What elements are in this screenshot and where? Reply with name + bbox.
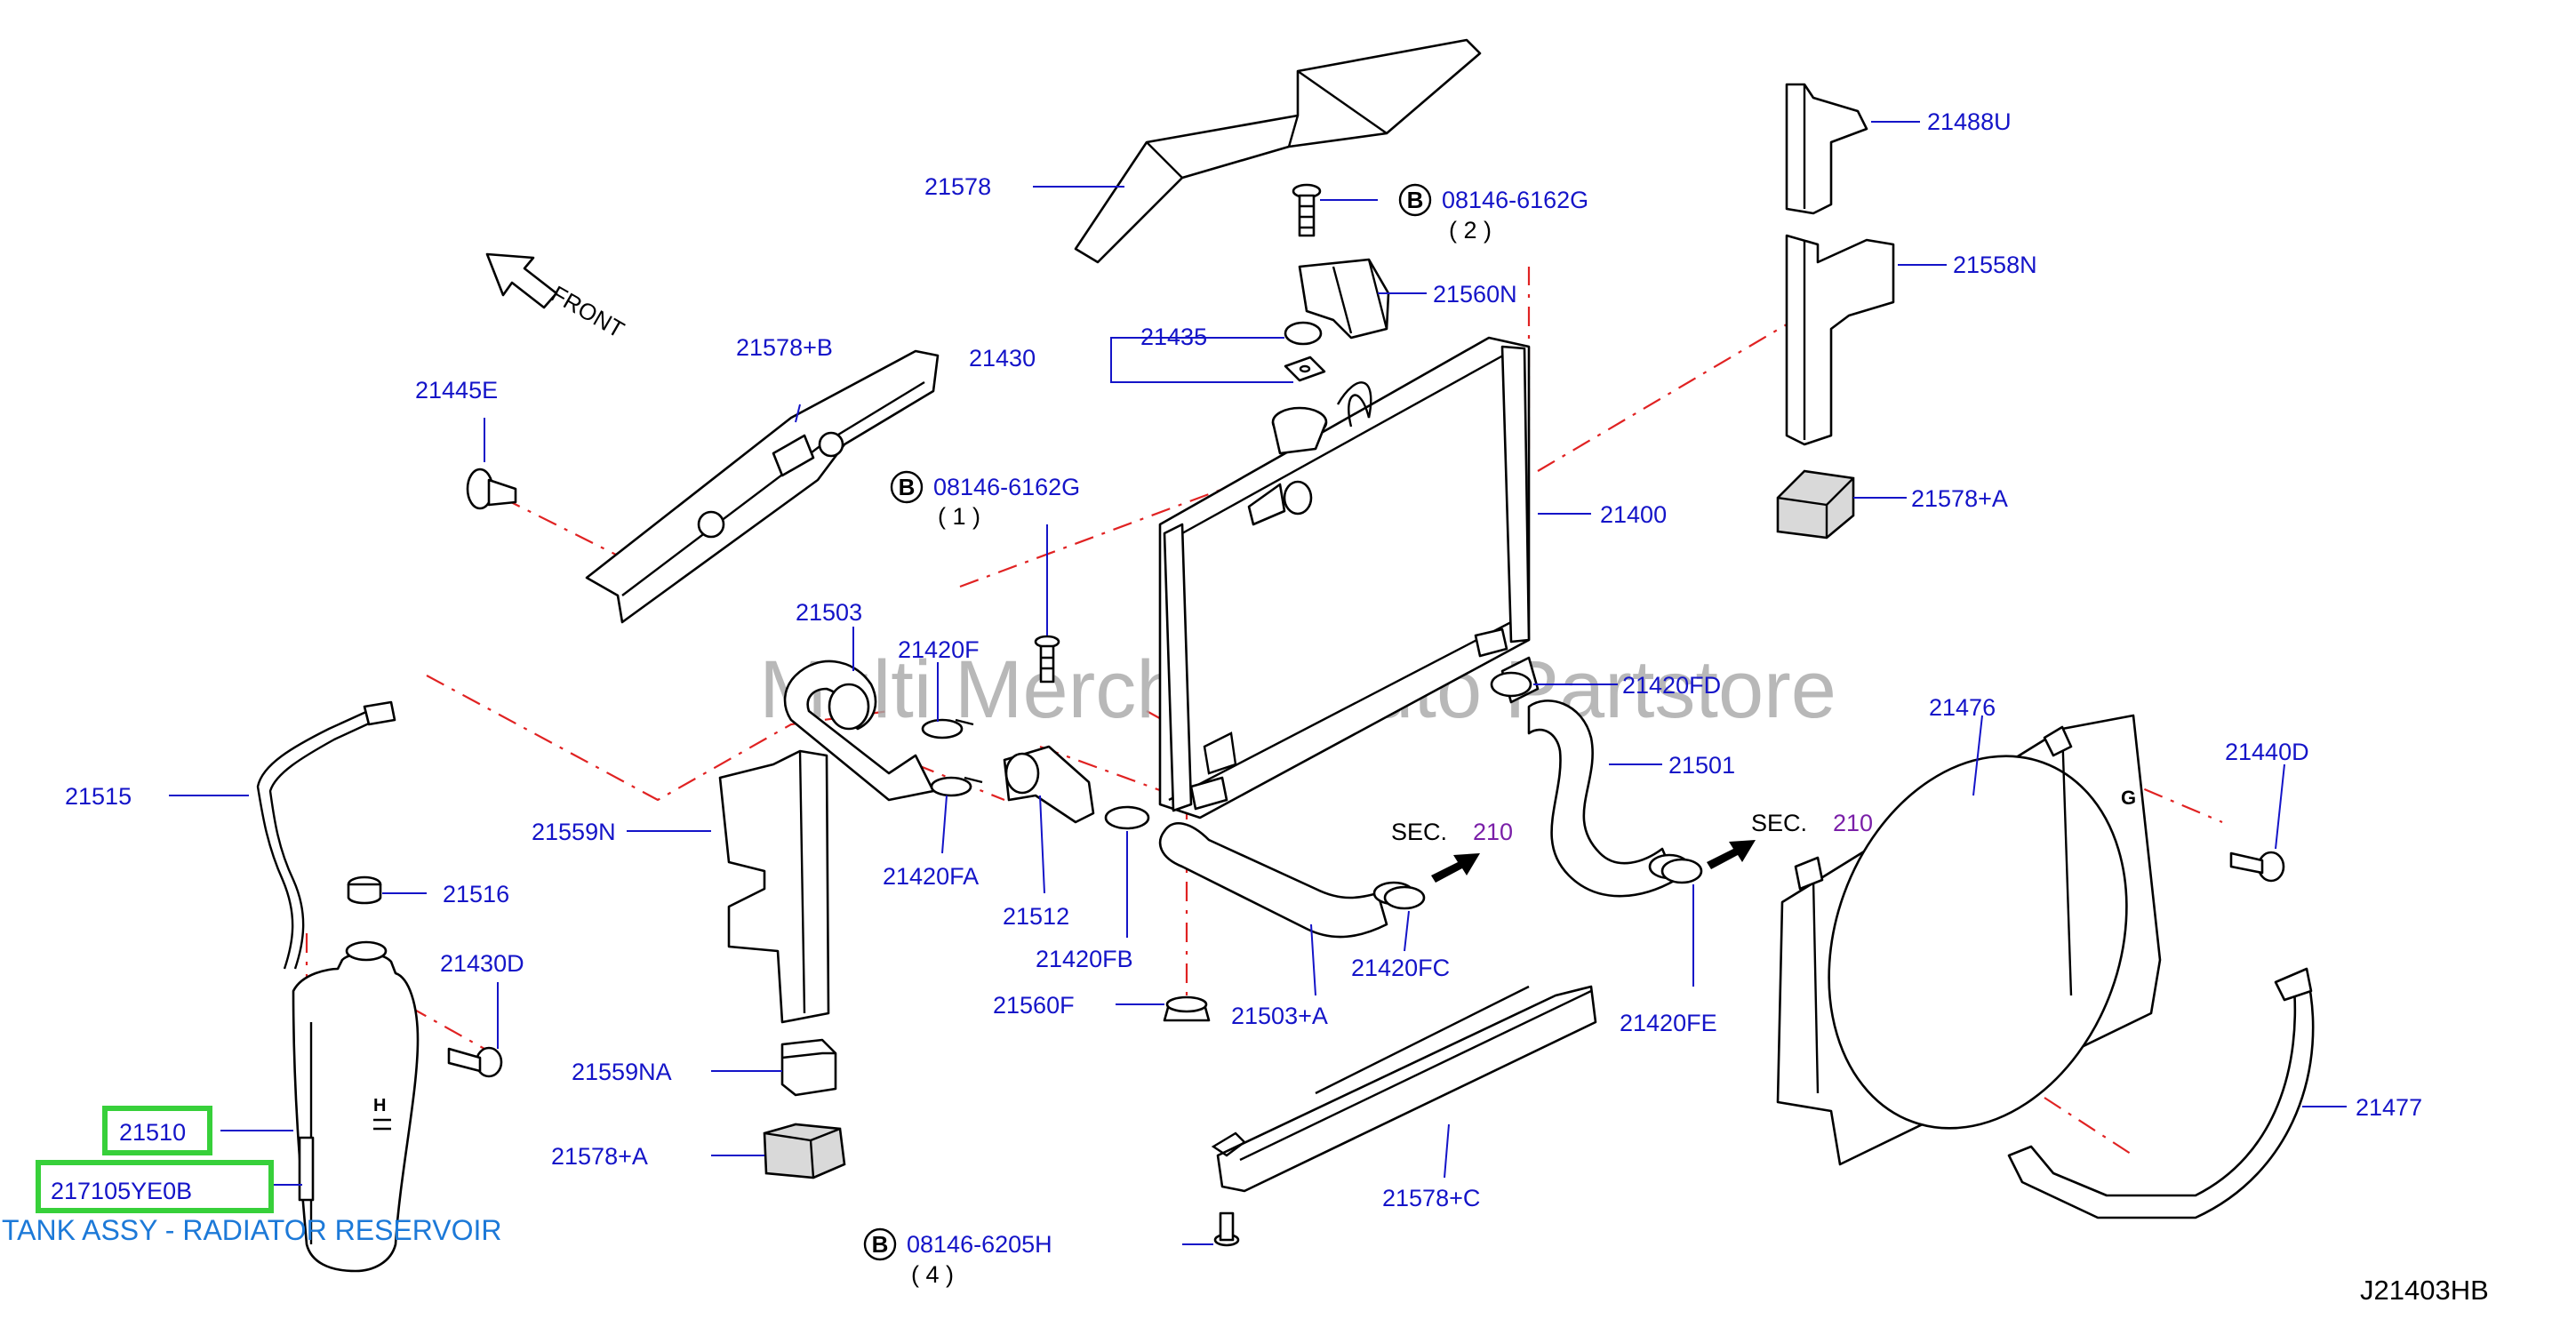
part-21578A-block-left <box>763 1123 846 1179</box>
front-arrow-icon <box>485 252 558 309</box>
svg-text:SEC.: SEC. <box>1391 819 1447 845</box>
sec-arrow-right-icon <box>1707 840 1756 869</box>
part-21503A-lower-hose <box>1159 822 1388 939</box>
bolt-callout-bottom-qty: ( 4 ) <box>911 1261 954 1288</box>
bolt-21440D-icon <box>2229 851 2285 883</box>
label-21488U: 21488U <box>1927 108 2012 135</box>
svg-text:B: B <box>1407 187 1424 213</box>
svg-text:SEC.: SEC. <box>1751 810 1807 836</box>
label-21430: 21430 <box>969 345 1036 372</box>
label-21560N: 21560N <box>1433 281 1517 308</box>
part-labels: 21578 21488U 21558N 21560N 21435 21430 2… <box>65 108 2422 1211</box>
svg-text:210: 210 <box>1473 819 1513 845</box>
part-21420F-clamp <box>921 718 974 739</box>
label-21515: 21515 <box>65 783 132 810</box>
sec-label-center: SEC. 210 <box>1391 819 1513 845</box>
part-21558N-bracket <box>1785 234 1895 446</box>
part-21560N-bracket <box>1298 258 1390 340</box>
label-21420FC: 21420FC <box>1351 955 1450 981</box>
part-21559N-bracket <box>718 749 830 1024</box>
label-21477: 21477 <box>2356 1094 2422 1121</box>
part-21420FC-clamp <box>1372 881 1426 910</box>
sec-arrow-center-icon <box>1431 853 1480 883</box>
svg-text:210: 210 <box>1833 810 1873 836</box>
leader-lines <box>169 121 2347 1245</box>
label-21578B: 21578+B <box>736 334 833 361</box>
part-21578-top-duct <box>1074 38 1482 264</box>
highlight-oem-number[interactable]: 217105YE0B <box>36 1160 274 1213</box>
part-caption: TANK ASSY - RADIATOR RESERVOIR <box>2 1214 502 1246</box>
label-21476: 21476 <box>1929 694 1996 721</box>
part-21477-lower-shroud <box>2007 967 2315 1219</box>
part-21420FE-clamp <box>1648 853 1703 884</box>
bolt-21430D-icon <box>447 1046 503 1078</box>
part-21435-cap <box>1284 321 1323 346</box>
label-21440D: 21440D <box>2225 739 2309 765</box>
label-21420FB: 21420FB <box>1036 946 1133 972</box>
part-21560F-grommet <box>1163 995 1211 1022</box>
part-21420FD-clamp <box>1490 671 1532 698</box>
bolt-callout-top: B 08146-6162G ( 2 ) <box>1398 183 1588 244</box>
label-21445E: 21445E <box>415 377 498 404</box>
part-21578A-block-right <box>1776 469 1855 540</box>
label-21420FA: 21420FA <box>883 863 979 890</box>
label-21430D: 21430D <box>440 950 524 977</box>
part-21503-upper-hose <box>783 660 935 802</box>
part-21488U-bracket <box>1785 83 1868 215</box>
label-21501: 21501 <box>1668 752 1735 779</box>
label-21559N: 21559N <box>532 819 616 845</box>
svg-text:B: B <box>872 1231 889 1258</box>
label-21512: 21512 <box>1003 903 1069 930</box>
part-21420FB-clamp <box>1104 805 1150 830</box>
bolt-callout-bottom-part: 08146-6205H <box>907 1231 1052 1258</box>
bolt-callout-bottom: B 08146-6205H ( 4 ) <box>863 1227 1052 1288</box>
part-21512-housing <box>1003 745 1095 824</box>
label-21435: 21435 <box>1140 324 1207 350</box>
part-21430-seal <box>1284 356 1326 382</box>
label-21578A-left: 21578+A <box>551 1143 648 1170</box>
svg-text:G: G <box>2121 787 2136 809</box>
label-21420FD: 21420FD <box>1622 672 1721 699</box>
label-21420FE: 21420FE <box>1620 1010 1717 1036</box>
label-21578: 21578 <box>924 173 991 200</box>
highlight-oem-number-text[interactable]: 217105YE0B <box>51 1178 192 1204</box>
highlight-part-number-text[interactable]: 21510 <box>119 1119 186 1146</box>
bolt-callout-left: B 08146-6162G ( 1 ) <box>890 470 1080 530</box>
sec-label-right: SEC. 210 <box>1751 810 1873 836</box>
label-21503: 21503 <box>796 599 862 626</box>
tank-filler-neck <box>345 940 388 962</box>
bolt-lower-icon <box>1213 1211 1240 1247</box>
label-21578C: 21578+C <box>1382 1185 1480 1211</box>
bolt-callout-left-part: 08146-6162G <box>933 474 1080 500</box>
part-21559NA-clip <box>780 1038 837 1097</box>
label-21516: 21516 <box>443 881 509 907</box>
front-label: FRONT <box>547 280 629 343</box>
label-21558N: 21558N <box>1953 252 2037 278</box>
label-21578A-right: 21578+A <box>1911 485 2008 512</box>
part-21476-fan-shroud: G <box>1776 714 2162 1166</box>
part-21420FA-clamp <box>930 776 983 797</box>
part-21400-radiator <box>1158 336 1531 819</box>
part-21516-cap <box>347 875 382 905</box>
highlight-part-number[interactable]: 21510 <box>102 1106 212 1155</box>
svg-text:B: B <box>899 474 916 500</box>
label-21560F: 21560F <box>993 992 1075 1019</box>
label-21420F: 21420F <box>898 636 980 663</box>
label-21559NA: 21559NA <box>572 1059 672 1085</box>
part-21578B-bracket <box>585 349 940 624</box>
bolt-callout-top-qty: ( 2 ) <box>1449 217 1492 244</box>
bolt-upper-center-icon <box>1292 183 1322 237</box>
bolt-callout-top-part: 08146-6162G <box>1442 187 1588 213</box>
svg-text:H: H <box>373 1096 386 1115</box>
part-21515-overflow-hose <box>256 700 396 970</box>
diagram-code: J21403HB <box>2360 1275 2489 1306</box>
bolt-callout-left-qty: ( 1 ) <box>938 503 980 530</box>
part-21578C-lower-duct <box>1211 985 1597 1193</box>
part-21445E-clip-icon <box>466 468 517 510</box>
label-21503A: 21503+A <box>1231 1003 1328 1029</box>
bolt-left-icon <box>1034 635 1060 683</box>
label-21400: 21400 <box>1600 501 1667 528</box>
